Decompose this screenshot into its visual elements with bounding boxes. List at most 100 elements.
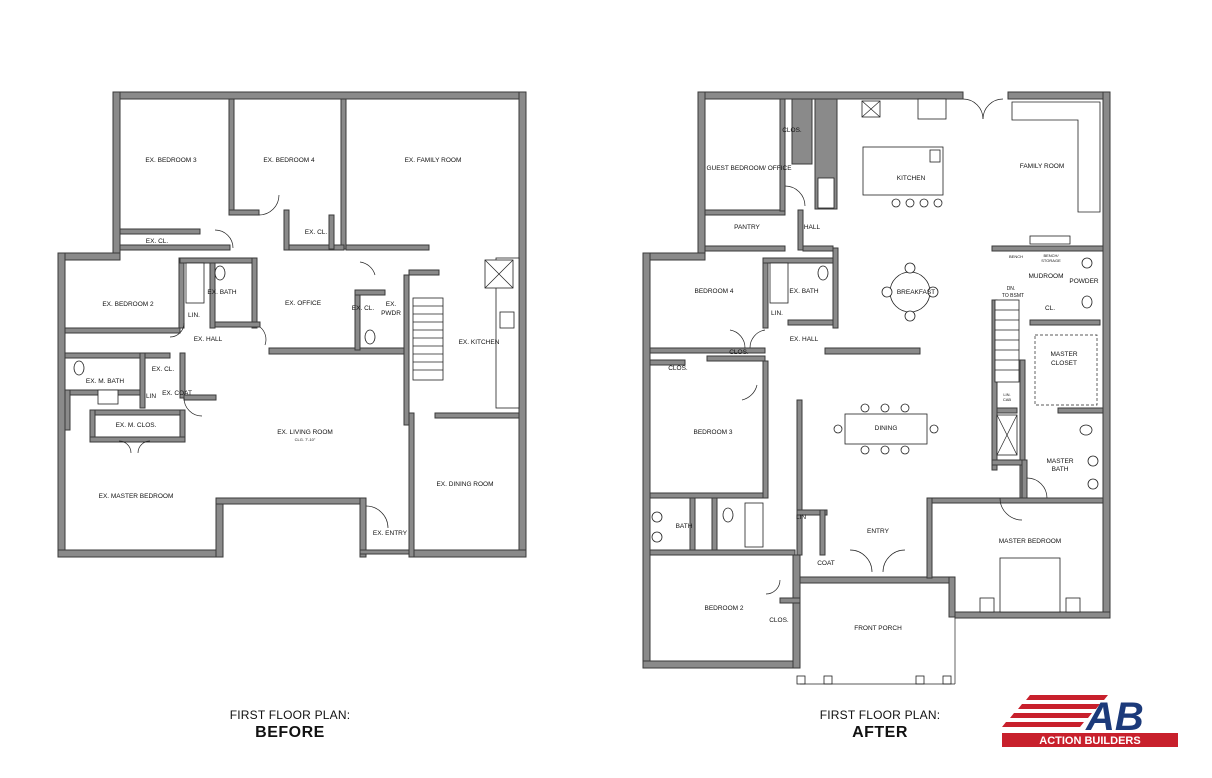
room-label: EX. KITCHEN	[459, 339, 500, 346]
after-exterior-walls	[642, 91, 1111, 669]
dining-table-icon	[881, 262, 939, 322]
room-label: CLG. 7'-10"	[295, 437, 316, 442]
room-label: BENCH/	[1043, 253, 1059, 258]
room-label: BEDROOM 3	[693, 429, 732, 436]
room-label: CL.	[1045, 305, 1055, 312]
room-label: PANTRY	[734, 224, 760, 231]
room-label: EX. OFFICE	[285, 300, 322, 307]
room-label: CLOS.	[769, 617, 789, 624]
before-caption: FIRST FLOOR PLAN: BEFORE	[205, 708, 375, 742]
room-label: CLOSET	[1051, 360, 1077, 367]
room-label: BEDROOM 4	[694, 288, 733, 295]
room-label: EX. FAMILY ROOM	[405, 157, 462, 164]
bed-icon	[979, 557, 1081, 613]
door-swing-icon	[729, 98, 1048, 595]
bathtub-icon	[185, 262, 205, 304]
room-label: TO BSMT	[1002, 293, 1024, 299]
room-label: EX. LIVING ROOM	[277, 429, 333, 436]
room-label: EX. BATH	[789, 288, 818, 295]
sink-icon	[1081, 257, 1093, 269]
after-caption: FIRST FLOOR PLAN: AFTER	[795, 708, 965, 742]
after-caption-line2: AFTER	[852, 724, 908, 741]
porch-columns	[796, 618, 956, 685]
room-label: STORAGE	[1041, 258, 1061, 263]
room-label: EX. MASTER BEDROOM	[99, 493, 174, 500]
room-label: BREAKFAST	[897, 289, 935, 296]
room-label: EX. BATH	[207, 289, 236, 296]
room-label: LIN.	[188, 312, 200, 319]
room-label: PWDR	[381, 310, 401, 317]
room-label: LIN.	[771, 310, 783, 317]
room-label: EX. M. CLOS.	[116, 422, 157, 429]
room-label: CLOS.	[668, 365, 688, 372]
room-label: EX. M. BATH	[86, 378, 124, 385]
room-label: DINING	[875, 425, 898, 432]
toilet-icon	[214, 265, 226, 281]
room-label: COAT	[817, 560, 835, 567]
toilet-icon	[1079, 424, 1093, 436]
room-label: EX. ENTRY	[373, 530, 408, 537]
room-label: HALL	[804, 224, 821, 231]
room-label: EX. CL.	[305, 229, 328, 236]
after-caption-line1: FIRST FLOOR PLAN:	[819, 708, 941, 722]
room-label: DN.	[1007, 286, 1016, 292]
room-label: EX.	[386, 301, 397, 308]
room-label: EX. HALL	[790, 336, 819, 343]
sink-icon	[651, 511, 663, 523]
stove-icon	[917, 98, 947, 120]
before-bath-fixtures	[73, 262, 376, 405]
room-label: LIN.	[1003, 392, 1010, 397]
room-label: EX. CL.	[352, 305, 375, 312]
stairs-icon	[994, 299, 1020, 383]
before-room-labels: EX. BEDROOM 3 EX. BEDROOM 4 EX. FAMILY R…	[86, 157, 500, 537]
room-label: MASTER BEDROOM	[999, 538, 1061, 545]
room-label: EX. CL.	[152, 366, 175, 373]
room-label: CLOS.	[729, 349, 749, 356]
toilet-icon	[722, 507, 734, 523]
before-kitchen-fixtures	[484, 257, 520, 409]
room-label: EX. BEDROOM 2	[102, 301, 154, 308]
logo-mark: AB	[1085, 695, 1144, 739]
room-label: BENCH	[1009, 254, 1023, 259]
sink-icon	[929, 149, 941, 163]
before-interior-walls	[64, 98, 520, 558]
room-label: EX. COAT	[162, 390, 192, 397]
room-label: CAB	[1003, 397, 1012, 402]
sink-icon	[1087, 455, 1099, 467]
room-label: BATH	[1052, 466, 1069, 473]
stairs-icon	[412, 297, 444, 381]
bathtub-icon	[744, 502, 764, 548]
after-room-labels: CLOS. GUEST BEDROOM/ OFFICE KITCHEN FAMI…	[668, 127, 1099, 632]
toilet-icon	[1081, 295, 1093, 309]
after-kitchen-fixtures	[817, 98, 947, 209]
logo-stripes	[1002, 695, 1108, 727]
bathtub-icon	[769, 262, 789, 304]
sink-icon	[651, 531, 663, 543]
room-label: KITCHEN	[897, 175, 926, 182]
room-label: BATH	[676, 523, 693, 530]
room-label: ENTRY	[867, 528, 890, 535]
room-label: FRONT PORCH	[854, 625, 902, 632]
room-label: GUEST BEDROOM/ OFFICE	[706, 165, 792, 172]
sink-icon	[499, 311, 515, 329]
before-exterior-walls	[57, 91, 527, 558]
toilet-icon	[817, 265, 829, 281]
dining-table-icon	[833, 403, 939, 455]
before-caption-line2: BEFORE	[255, 724, 325, 741]
sink-icon	[1087, 478, 1099, 490]
logo-name: ACTION BUILDERS	[1039, 735, 1140, 747]
toilet-icon	[364, 329, 376, 345]
room-label: EX. DINING ROOM	[436, 481, 493, 488]
room-label: MASTER	[1050, 351, 1077, 358]
room-label: FAMILY ROOM	[1020, 163, 1065, 170]
room-label: EX. HALL	[194, 336, 223, 343]
action-builders-logo: AB ACTION BUILDERS	[1002, 695, 1178, 747]
room-label: EX. CL.	[146, 238, 169, 245]
room-label: EX. BEDROOM 4	[263, 157, 315, 164]
after-interior-walls	[649, 98, 1104, 604]
room-label: MUDROOM	[1028, 273, 1063, 280]
door-swing-icon	[118, 194, 389, 529]
room-label: BEDROOM 2	[704, 605, 743, 612]
